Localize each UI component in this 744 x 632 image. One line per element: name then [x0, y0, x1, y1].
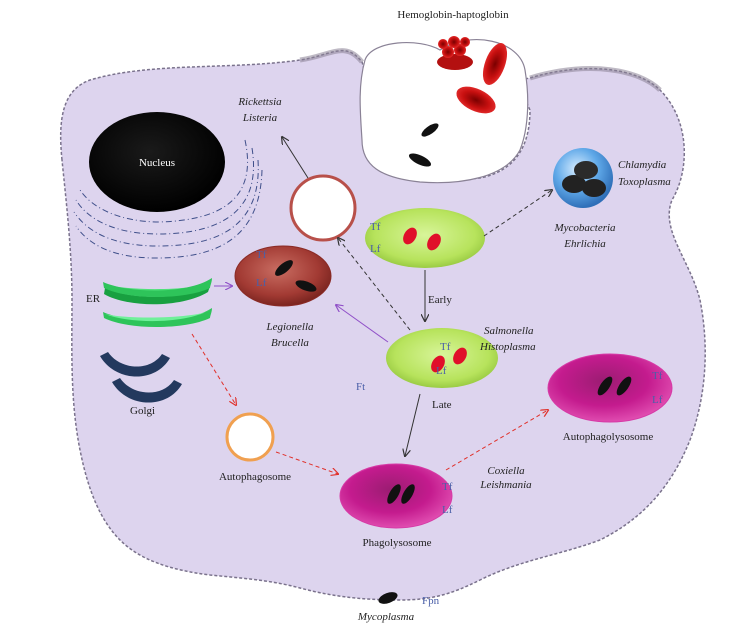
mycobacteria-label: Mycobacteria [553, 222, 616, 234]
lf-label-legionella: Lf [256, 277, 267, 289]
golgi-label: Golgi [130, 405, 155, 417]
nucleus [89, 112, 225, 212]
iron-granule [431, 355, 445, 373]
arrow-autophagosome-to-phago [275, 451, 338, 474]
arrow-late-to-legionella [336, 305, 389, 343]
bacterium [616, 376, 632, 396]
coxiella-label: Coxiella [487, 465, 525, 477]
hemoglobin-label: Hemoglobin-haptoglobin [397, 9, 509, 21]
autophagolysosome-label: Autophagolysosome [563, 431, 654, 443]
inclusion-body [574, 161, 598, 179]
autophagolysosome [547, 353, 673, 423]
iron-granule [403, 227, 417, 245]
lf-label-autophago: Lf [652, 394, 663, 406]
red-blood-cell [456, 86, 496, 114]
early-label: Early [428, 294, 452, 306]
escape-vacuole [289, 174, 357, 242]
early-vacuole [365, 208, 485, 268]
mycoplasma-label: Mycoplasma [357, 611, 415, 623]
bacterium [387, 484, 401, 504]
toxoplasma-label: Toxoplasma [618, 176, 671, 188]
salmonella-label: Salmonella [484, 325, 534, 337]
lf-label-early: Lf [370, 243, 381, 255]
phagolysosome-label: Phagolysosome [362, 537, 431, 549]
bacterium [408, 153, 432, 167]
arrow-late-to-phago [405, 393, 421, 456]
legionella-label: Legionella [265, 321, 314, 333]
ehrlichia-label: Ehrlichia [563, 238, 606, 250]
lf-label-phago: Lf [442, 504, 453, 516]
golgi-apparatus [100, 352, 182, 403]
iron-granule [427, 233, 441, 251]
tf-label-early: Tf [370, 221, 381, 233]
ft-label: Ft [356, 381, 365, 393]
inclusion-body [562, 175, 586, 193]
bacterium [597, 376, 613, 396]
legionella-vacuole [234, 245, 332, 307]
arrow-to-rickettsia [282, 137, 309, 179]
histoplasma-label: Histoplasma [479, 341, 536, 353]
brucella-label: Brucella [271, 337, 309, 349]
iron-granule [453, 347, 467, 365]
endoplasmic-reticulum [103, 278, 212, 327]
leishmania-label: Leishmania [479, 479, 532, 491]
arrows [191, 137, 552, 474]
fpn-label: Fpn [422, 595, 440, 607]
inclusion-body [582, 179, 606, 197]
tf-label-autophago: Tf [652, 370, 663, 382]
listeria-label: Listeria [242, 112, 278, 124]
cell-membrane-shadow [299, 48, 662, 92]
lf-label-late: Lf [436, 365, 447, 377]
arrow-phago-to-autophagolysosome [445, 410, 548, 471]
mycoplasma-bacterium [378, 592, 398, 604]
chlamydia-label: Chlamydia [618, 159, 667, 171]
hemoglobin-cluster [437, 36, 473, 70]
bacterium [295, 280, 317, 292]
nucleus-label: Nucleus [139, 157, 175, 169]
er-label: ER [86, 293, 101, 305]
autophagosome [225, 412, 275, 462]
late-label: Late [432, 399, 452, 411]
nuclear-envelope-arcs [73, 139, 263, 259]
tf-label-legionella: Tf [256, 249, 267, 261]
red-blood-cell [482, 43, 508, 85]
bacterium [401, 484, 415, 504]
rickettsia-label: Rickettsia [237, 96, 282, 108]
tf-label-late: Tf [440, 341, 451, 353]
bacterium [275, 260, 293, 276]
tf-label-phago: Tf [442, 481, 453, 493]
arrow-late-to-escape [338, 238, 411, 331]
autophagosome-label: Autophagosome [219, 471, 291, 483]
bacterium [421, 123, 439, 137]
